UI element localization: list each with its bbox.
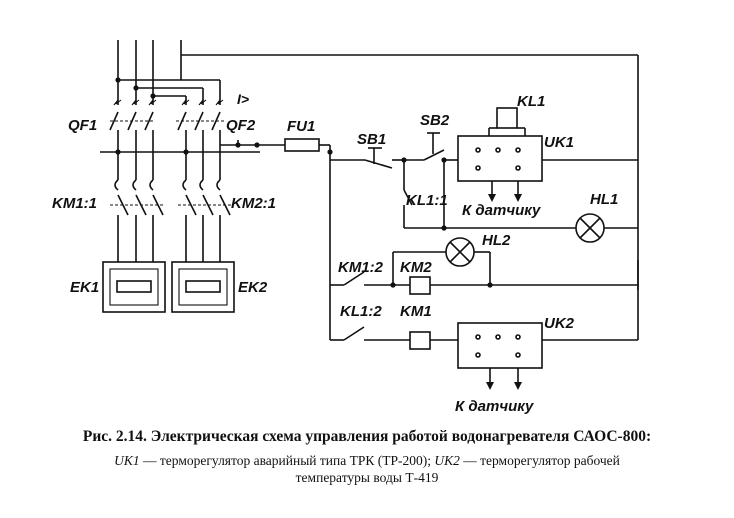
label-sb2: SB2 [420,112,450,129]
label-uk1: UK1 [544,134,574,151]
label-ek2: EK2 [238,279,268,296]
ek1-heater [102,261,166,313]
hl2-lamp [445,237,475,267]
label-qf1: QF1 [68,117,97,134]
qf2-breaker [176,99,224,180]
sb1-button [330,147,404,169]
km-main-contacts [110,179,232,262]
uk2-thermoregulator [457,322,638,390]
label-km2: KM2 [400,259,432,276]
label-kl1: KL1 [517,93,545,110]
caption-uk1-text: — терморегулятор аварийный типа ТРК (ТР-… [139,453,435,468]
caption-line2: температуры воды Т-419 [295,470,439,485]
kl1-relay [488,107,526,136]
label-hl2: HL2 [482,232,511,249]
control-bus [100,140,285,155]
ek2-heater [171,261,235,313]
caption-title: Рис. 2.14. Электрическая схема управлени… [82,428,652,445]
label-km1-1: KM1:1 [52,195,97,212]
fu1-fuse [284,138,333,340]
sb2-button [401,132,458,163]
label-kl1-1: KL1:1 [406,192,448,209]
label-sensor-1: К датчику [462,202,541,219]
caption-description: UK1 — терморегулятор аварийный типа ТРК … [0,452,734,486]
label-qf2: QF2 [226,117,256,134]
label-hl1: HL1 [590,191,618,208]
label-current-trip: I> [237,91,249,107]
label-km1-2: KM1:2 [338,259,384,276]
label-kl1-2: KL1:2 [340,303,382,320]
label-sb1: SB1 [357,131,386,148]
caption-uk1-code: UK1 [114,453,140,468]
label-km2-1: KM2:1 [231,195,276,212]
label-sensor-2: К датчику [455,398,534,415]
label-uk2: UK2 [544,315,575,332]
qf1-breaker [109,99,157,180]
uk1-thermoregulator [457,135,638,202]
supply-lines [115,40,639,340]
hl1-lamp [575,213,638,243]
label-fu1: FU1 [287,118,315,135]
km2-branch [330,237,638,295]
label-ek1: EK1 [70,279,99,296]
label-km1: KM1 [400,303,432,320]
caption-uk2-text: — терморегулятор рабочей [459,453,620,468]
figure-caption: Рис. 2.14. Электрическая схема управлени… [0,420,734,486]
km1-branch [330,326,458,350]
kl1-1-contact [403,160,576,231]
circuit-diagram: QF1 QF2 I> FU1 SB1 SB2 KL1 UK1 HL1 KL1:1… [52,40,639,415]
caption-uk2-code: UK2 [434,453,460,468]
